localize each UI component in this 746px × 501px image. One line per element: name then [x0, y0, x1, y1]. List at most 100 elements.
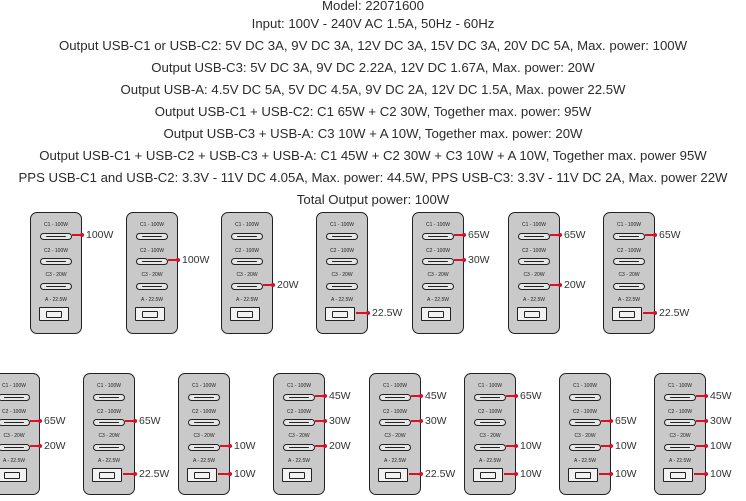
port-label-c1: C1 - 100W	[330, 222, 354, 228]
usb-c-port-c1	[188, 394, 220, 401]
output-power-c2: 30W	[425, 415, 447, 427]
output-leader-line	[504, 473, 518, 475]
spec-pps: PPS USB-C1 and USB-C2: 3.3V - 11V DC 4.0…	[18, 170, 728, 185]
output-leader-line	[550, 284, 562, 286]
output-leader-line	[315, 395, 327, 397]
usb-c-port-c3	[40, 283, 72, 290]
spec-model: Model: 22071600	[322, 0, 424, 13]
usb-c-port-c1	[0, 394, 30, 401]
usb-a-port-a	[663, 468, 693, 482]
port-label-a: A - 22.5W	[384, 458, 406, 464]
output-power-c2: 65W	[44, 415, 66, 427]
output-power-c1: 45W	[329, 390, 351, 402]
usb-c-port-c1	[613, 233, 645, 240]
port-label-c3: C3 - 20W	[384, 433, 406, 439]
usb-c-port-c3	[474, 444, 506, 451]
spec-all-ports: Output USB-C1 + USB-C2 + USB-C3 + USB-A:…	[39, 148, 707, 163]
port-label-c2: C2 - 100W	[383, 409, 407, 415]
output-power-c1: 65W	[468, 229, 490, 241]
output-power-c3: 10W	[234, 440, 256, 452]
port-label-a: A - 22.5W	[669, 458, 691, 464]
spec-total-output: Total Output power: 100W	[296, 192, 450, 207]
usb-c-port-c1	[422, 233, 454, 240]
usb-c-port-c1	[474, 394, 506, 401]
port-label-c2: C2 - 100W	[97, 409, 121, 415]
port-label-c3: C3 - 20W	[45, 272, 67, 278]
port-label-a: A - 22.5W	[236, 297, 258, 303]
usb-c-port-c2	[40, 258, 72, 265]
output-leader-line	[454, 259, 466, 261]
output-leader-line	[696, 395, 708, 397]
usb-c-port-c2	[569, 419, 601, 426]
usb-c-port-c3	[283, 444, 315, 451]
output-leader-line	[168, 259, 180, 261]
port-label-c1: C1 - 100W	[617, 222, 641, 228]
port-label-a: A - 22.5W	[193, 458, 215, 464]
port-label-c1: C1 - 100W	[573, 383, 597, 389]
port-label-c3: C3 - 20W	[98, 433, 120, 439]
usb-c-port-c3	[93, 444, 125, 451]
usb-c-port-c2	[613, 258, 645, 265]
port-label-c2: C2 - 100W	[192, 409, 216, 415]
port-label-c2: C2 - 100W	[2, 409, 26, 415]
port-label-c2: C2 - 100W	[668, 409, 692, 415]
output-leader-line	[506, 395, 518, 397]
usb-c-port-c3	[136, 283, 168, 290]
output-leader-line	[411, 420, 423, 422]
usb-a-port-a	[378, 468, 408, 482]
output-power-c3: 20W	[277, 279, 299, 291]
spec-c3-plus-a: Output USB-C3 + USB-A: C3 10W + A 10W, T…	[163, 126, 583, 141]
output-power-c1: 65W	[520, 390, 542, 402]
output-leader-line	[356, 312, 370, 314]
port-label-c3: C3 - 20W	[618, 272, 640, 278]
output-power-c3: 20W	[44, 440, 66, 452]
port-label-c2: C2 - 100W	[44, 248, 68, 254]
output-power-a: 10W	[710, 468, 732, 480]
usb-a-port-a	[568, 468, 598, 482]
charger-diagram: C1 - 100W C2 - 100W C3 - 20W A - 22.5W	[654, 373, 706, 495]
port-label-c2: C2 - 100W	[478, 409, 502, 415]
usb-c-port-c3	[613, 283, 645, 290]
port-label-c1: C1 - 100W	[383, 383, 407, 389]
output-power-c2: 30W	[468, 254, 490, 266]
output-power-c3: 20W	[564, 279, 586, 291]
output-power-a: 22.5W	[139, 468, 170, 480]
usb-c-port-c2	[283, 419, 315, 426]
output-leader-line	[123, 473, 137, 475]
port-label-c3: C3 - 20W	[479, 433, 501, 439]
port-label-c3: C3 - 20W	[427, 272, 449, 278]
port-label-a: A - 22.5W	[141, 297, 163, 303]
usb-c-port-c1	[283, 394, 315, 401]
usb-c-port-c1	[326, 233, 358, 240]
usb-c-port-c2	[93, 419, 125, 426]
port-label-a: A - 22.5W	[618, 297, 640, 303]
output-leader-line	[411, 395, 423, 397]
port-label-c1: C1 - 100W	[668, 383, 692, 389]
usb-a-port-a	[325, 307, 355, 321]
output-power-a: 10W	[520, 468, 542, 480]
port-label-c1: C1 - 100W	[287, 383, 311, 389]
port-label-c2: C2 - 100W	[287, 409, 311, 415]
usb-a-port-a	[39, 307, 69, 321]
port-label-c3: C3 - 20W	[669, 433, 691, 439]
spec-output-a: Output USB-A: 4.5V DC 5A, 5V DC 4.5A, 9V…	[120, 82, 626, 97]
output-leader-line	[506, 445, 518, 447]
output-leader-line	[30, 445, 42, 447]
port-label-a: A - 22.5W	[45, 297, 67, 303]
port-label-c3: C3 - 20W	[574, 433, 596, 439]
port-label-c3: C3 - 20W	[141, 272, 163, 278]
output-leader-line	[645, 234, 657, 236]
output-power-c1: 65W	[564, 229, 586, 241]
port-label-a: A - 22.5W	[288, 458, 310, 464]
usb-c-port-c1	[379, 394, 411, 401]
port-label-c2: C2 - 100W	[426, 248, 450, 254]
output-power-c3: 10W	[615, 440, 637, 452]
output-power-a: 22.5W	[372, 307, 403, 319]
